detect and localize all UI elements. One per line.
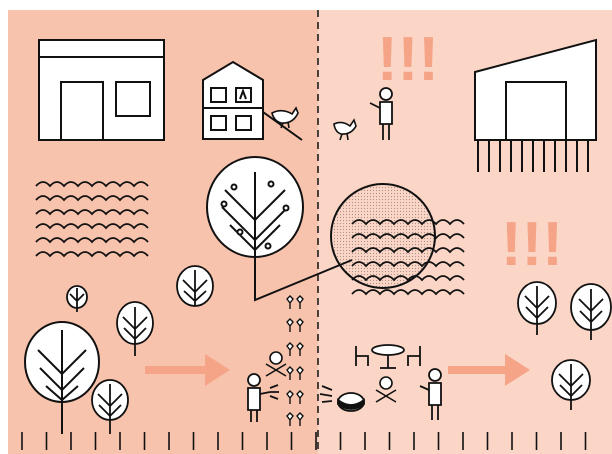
big-tree-icon (207, 157, 303, 257)
alert-exclamation-middle: !!! (501, 210, 563, 279)
magnifier-lens-icon (331, 184, 435, 288)
tree-icon (177, 266, 213, 306)
shop-building-icon (39, 40, 164, 140)
alert-exclamation-top: !!! (377, 25, 439, 94)
